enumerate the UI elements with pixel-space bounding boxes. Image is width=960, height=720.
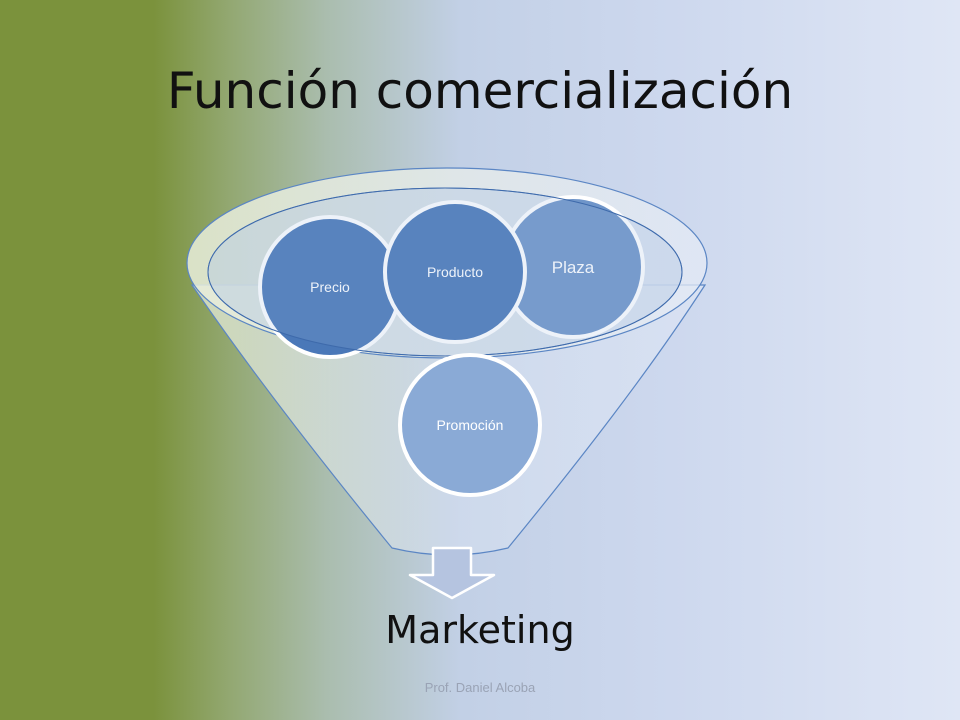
promocion-label: Promoción [437, 417, 504, 433]
marketing-label: Marketing [385, 608, 575, 652]
producto-label: Producto [427, 264, 483, 280]
footer-author: Prof. Daniel Alcoba [424, 680, 536, 695]
plaza-label: Plaza [552, 258, 595, 277]
precio-label: Precio [310, 279, 350, 295]
promocion-circle [398, 353, 542, 497]
down-arrow-icon [408, 546, 496, 600]
producto-circle [383, 200, 527, 344]
slide-title: Función comercialización [166, 62, 794, 120]
funnel-rim-overlay [207, 187, 683, 357]
